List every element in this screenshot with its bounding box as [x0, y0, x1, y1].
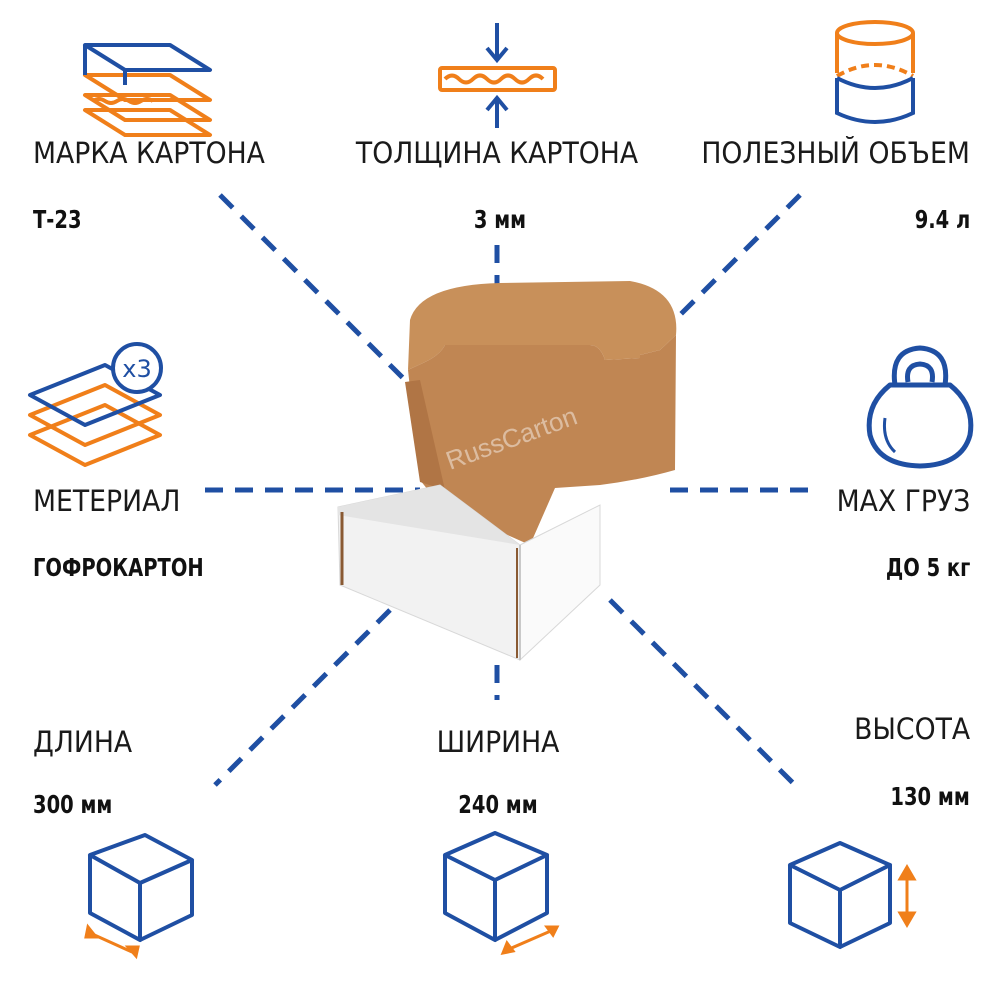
connector-length — [213, 608, 392, 787]
length-label: ДЛИНА — [33, 725, 133, 759]
box-lid — [408, 281, 677, 370]
height-label: ВЫСОТА — [853, 712, 970, 746]
grade-value: Т-23 — [33, 205, 82, 234]
sheets-x3-icon: x3 — [28, 342, 163, 467]
thickness-value: 3 мм — [473, 205, 527, 234]
thickness-icon — [438, 23, 557, 128]
volume-value: 9.4 л — [914, 205, 970, 234]
length-value: 300 мм — [33, 790, 113, 819]
load-label: MAX ГРУЗ — [836, 484, 970, 518]
connector-height — [608, 598, 802, 792]
connector-grade — [218, 193, 407, 382]
grade-label: МАРКА КАРТОНА — [33, 136, 265, 170]
height-value: 130 мм — [890, 782, 970, 811]
cylinder-volume-icon — [835, 20, 915, 124]
volume-label: ПОЛЕЗНЫЙ ОБЪЕМ — [701, 136, 970, 170]
width-value: 240 мм — [458, 790, 538, 819]
box-lid-inner — [408, 335, 676, 545]
cube-height-icon — [788, 841, 917, 949]
cube-length-icon — [84, 833, 194, 960]
kettlebell-icon — [866, 345, 974, 469]
x3-badge — [111, 342, 163, 394]
cube-width-icon — [443, 831, 560, 956]
layered-cardboard-icon — [83, 43, 212, 137]
load-value: ДО 5 кг — [885, 553, 970, 582]
width-label: ШИРИНА — [436, 725, 560, 759]
connector-volume — [648, 193, 802, 347]
material-label: МЕТЕРИАЛ — [33, 484, 181, 518]
material-value: ГОФРОКАРТОН — [33, 553, 204, 582]
thickness-label: ТОЛЩИНА КАРТОНА — [355, 136, 639, 170]
x3-badge-text: x3 — [122, 355, 151, 383]
